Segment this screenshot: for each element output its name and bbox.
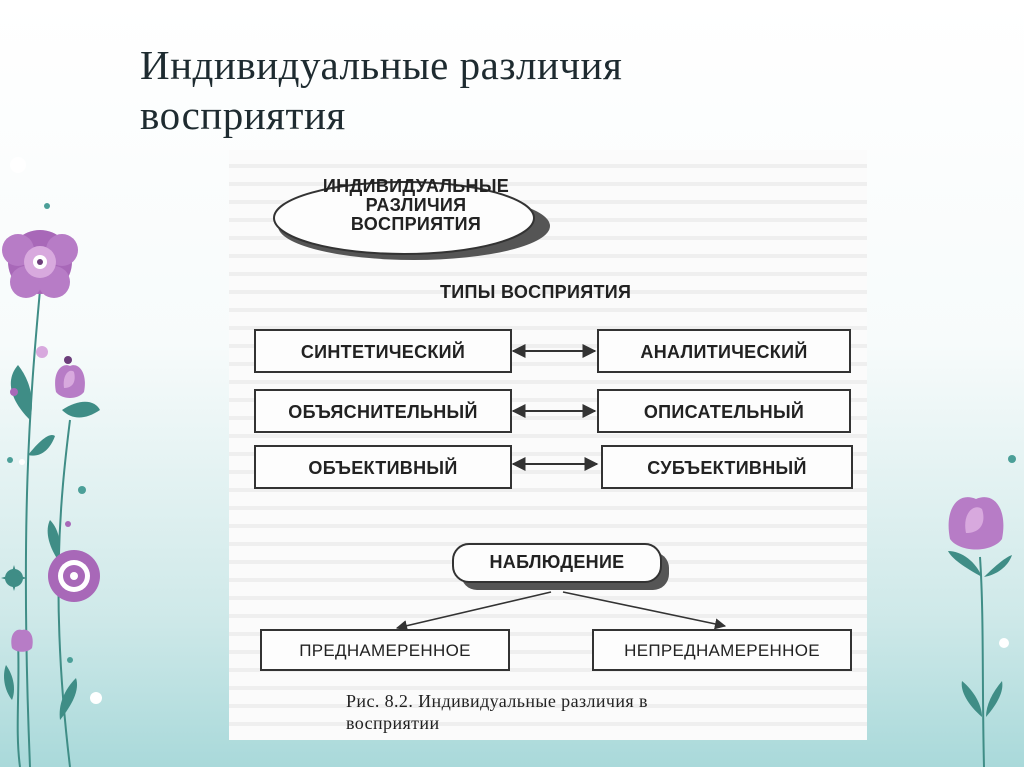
leaf-icon [28, 434, 55, 456]
type-label-right-2: ОПИСАТЕЛЬНЫЙ [644, 401, 804, 422]
dot-icon [36, 346, 48, 358]
observation-label-left: ПРЕДНАМЕРЕННОЕ [299, 641, 471, 660]
leaf-icon [948, 551, 982, 577]
flower-icon [2, 230, 78, 298]
dot-icon [44, 203, 50, 209]
leaf-icon [59, 678, 78, 720]
type-box-right-2 [597, 389, 851, 433]
type-box-right-1 [597, 329, 851, 373]
diagram-figure: ИНДИВИДУАЛЬНЫЕ РАЗЛИЧИЯ ВОСПРИЯТИЯ ТИПЫ … [229, 150, 867, 740]
dot-icon [19, 459, 25, 465]
stem-right [979, 556, 985, 767]
dot-icon [7, 457, 13, 463]
tulip-icon [11, 629, 33, 652]
type-label-left-3: ОБЪЕКТИВНЫЙ [308, 457, 457, 478]
top-node-line-2: РАЗЛИЧИЯ [366, 195, 467, 215]
flower-icon [48, 550, 100, 602]
dot-icon [999, 638, 1009, 648]
dot-icon [78, 486, 86, 494]
figure-caption-line-1: Рис. 8.2. Индивидуальные различия в [346, 691, 648, 711]
figure-caption: Рис. 8.2. Индивидуальные различия в восп… [346, 690, 846, 734]
section-label: ТИПЫ ВОСПРИЯТИЯ [440, 282, 631, 302]
stem-left-3 [16, 639, 21, 767]
observation-label: НАБЛЮДЕНИЕ [489, 552, 624, 572]
observation-label-right: НЕПРЕДНАМЕРЕННОЕ [624, 641, 820, 660]
observation-arrow-left [395, 591, 552, 632]
slide-title-line-1: Индивидуальные различия [140, 42, 623, 88]
leaf-icon [961, 681, 982, 717]
type-box-right-3 [601, 445, 853, 489]
leaf-icon [4, 665, 14, 700]
leaf-icon [986, 681, 1003, 717]
leaf-icon [62, 401, 100, 418]
type-label-right-1: АНАЛИТИЧЕСКИЙ [640, 341, 807, 362]
dot-icon [1008, 455, 1016, 463]
top-node-line-1: ИНДИВИДУАЛЬНЫЕ [323, 176, 509, 196]
dot-icon [64, 356, 72, 364]
dot-icon [65, 521, 71, 527]
observation-arrow-right [562, 591, 727, 630]
leaf-icon [47, 520, 60, 560]
type-label-left-1: СИНТЕТИЧЕСКИЙ [301, 341, 465, 362]
figure-caption-line-2: восприятии [346, 713, 440, 733]
dot-icon [67, 657, 73, 663]
stem-left-1 [24, 289, 41, 767]
type-label-right-3: СУБЪЕКТИВНЫЙ [647, 457, 806, 478]
leaf-icon [984, 555, 1012, 577]
diagram-svg: ИНДИВИДУАЛЬНЫЕ РАЗЛИЧИЯ ВОСПРИЯТИЯ ТИПЫ … [254, 176, 853, 671]
slide-title-line-2: восприятия [140, 92, 346, 138]
leaf-icon [10, 365, 32, 420]
top-node-line-3: ВОСПРИЯТИЯ [351, 214, 481, 234]
type-label-left-2: ОБЪЯСНИТЕЛЬНЫЙ [288, 401, 477, 422]
type-box-left-1 [254, 329, 512, 373]
observation-box-right [592, 629, 852, 671]
type-box-left-2 [254, 389, 512, 433]
dot-icon [10, 157, 26, 173]
flower-decoration-left [1, 157, 102, 767]
tulip-icon [55, 365, 85, 398]
star-icon [1, 565, 27, 591]
tulip-icon [948, 497, 1004, 550]
slide-title: Индивидуальные различия восприятия [140, 40, 900, 140]
dot-icon [90, 692, 102, 704]
observation-box-left [260, 629, 510, 671]
top-node-ellipse [273, 181, 535, 255]
flower-decoration-right [948, 455, 1016, 767]
dot-icon [10, 388, 18, 396]
type-box-left-3 [254, 445, 512, 489]
observation-node [452, 543, 662, 583]
